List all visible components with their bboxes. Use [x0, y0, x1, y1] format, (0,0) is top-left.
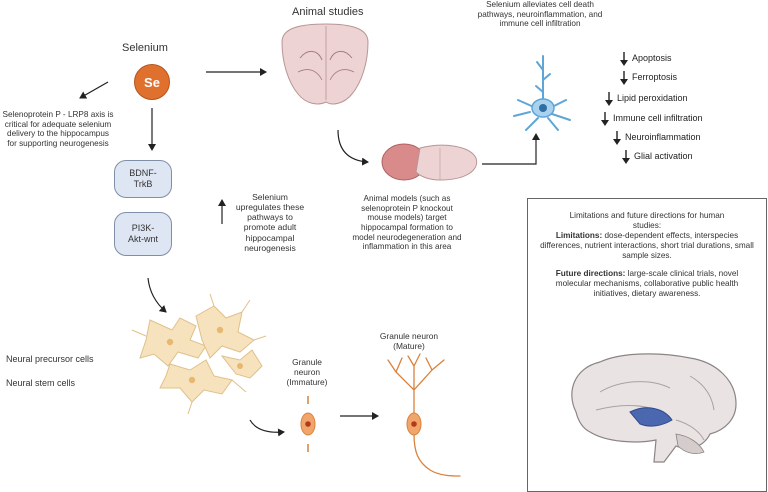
human-brain-icon — [571, 353, 737, 463]
limitations-box: Limitations and future directions for hu… — [527, 198, 767, 492]
limitations-heading: Limitations and future directions for hu… — [569, 211, 725, 230]
outcome-immune-cell-infiltration: Immune cell infiltration — [613, 113, 703, 123]
arrow-pathways-to-cells — [147, 277, 167, 313]
future-directions-paragraph: Future directions: large-scale clinical … — [542, 269, 752, 298]
future-directions-label: Future directions: — [555, 269, 626, 279]
microglia-icon — [513, 55, 571, 131]
selenium-node: Se — [134, 64, 170, 100]
mouse-brain-section-icon — [281, 23, 369, 105]
future-directions-text: large-scale clinical trials, novel molec… — [555, 269, 739, 298]
outcome-ferroptosis: Ferroptosis — [632, 72, 678, 82]
animal-models-text: Animal models (such as selenoprotein P k… — [352, 194, 462, 252]
limitations-paragraph: Limitations: dose-dependent effects, int… — [538, 231, 756, 260]
selenium-title: Selenium — [122, 42, 168, 54]
selenoprotein-text: Selenoprotein P - LRP8 axis is critical … — [2, 110, 114, 149]
neural-precursor-label: Neural precursor cells — [6, 354, 94, 364]
pathway-pi3k-akt-wnt: PI3K-Akt-wnt — [114, 212, 172, 256]
decrease-arrows — [601, 52, 630, 164]
upregulates-text: Selenium upregulates these pathways to p… — [235, 192, 305, 253]
limitations-label: Limitations: — [555, 231, 603, 241]
mouse-brain-icon — [381, 143, 478, 181]
arrow-cells-to-immature — [249, 419, 285, 437]
outcome-neuroinflammation: Neuroinflammation — [625, 132, 701, 142]
mature-neuron-icon — [387, 353, 461, 477]
outcome-lipid-peroxidation: Lipid peroxidation — [617, 93, 688, 103]
granule-immature-label: Granule neuron (Immature) — [286, 357, 328, 387]
outcome-glial-activation: Glial activation — [634, 151, 693, 161]
pathway-bdnf-trkb: BDNF-TrkB — [114, 160, 172, 198]
neural-stem-label: Neural stem cells — [6, 378, 76, 388]
granule-mature-label: Granule neuron (Mature) — [379, 331, 439, 351]
alleviates-text: Selenium alleviates cell death pathways,… — [477, 0, 603, 29]
precursor-cells-icon — [131, 293, 267, 415]
arrow-animal-to-mouse — [337, 129, 369, 166]
arrow-mouse-to-microglia — [482, 133, 540, 165]
outcome-apoptosis: Apoptosis — [632, 53, 672, 63]
limitations-text: dose-dependent effects, interspecies dif… — [540, 231, 754, 260]
animal-studies-title: Animal studies — [292, 6, 364, 18]
arrow-se-to-selenoprotein — [79, 81, 109, 99]
immature-neuron-icon — [300, 396, 316, 452]
